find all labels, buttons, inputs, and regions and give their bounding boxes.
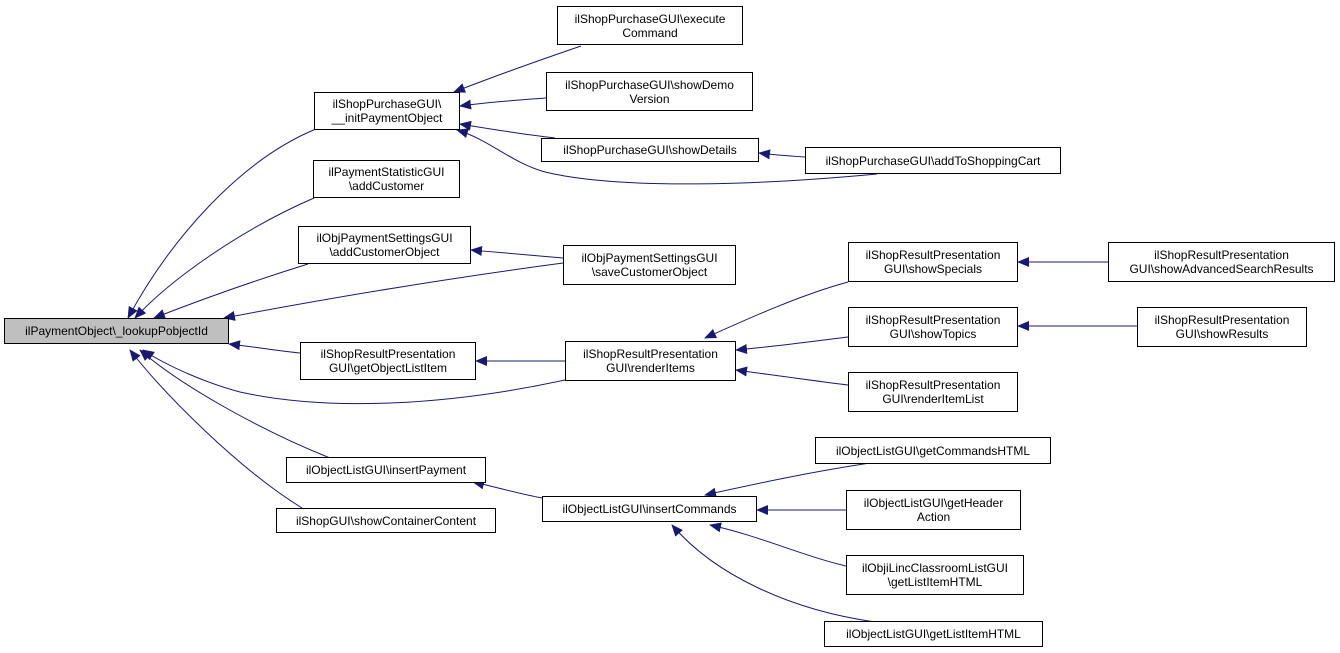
edge-add-customer-object-to-root bbox=[153, 263, 309, 319]
edge-get-list-item-html-to-insert-commands bbox=[671, 524, 876, 623]
edge-show-specials-to-render-items bbox=[704, 281, 849, 339]
node-show-advanced-search-results[interactable]: ilShopResultPresentation GUI\showAdvance… bbox=[1108, 242, 1335, 282]
node-get-header-action[interactable]: ilObjectListGUI\getHeader Action bbox=[846, 490, 1021, 530]
edge-get-commands-html-to-insert-commands bbox=[704, 462, 871, 498]
edge-render-item-list-to-render-items bbox=[735, 366, 849, 386]
node-render-items[interactable]: ilShopResultPresentation GUI\renderItems bbox=[565, 341, 736, 381]
node-save-customer-object[interactable]: ilObjPaymentSettingsGUI \saveCustomerObj… bbox=[563, 245, 736, 285]
node-show-demo-version[interactable]: ilShopPurchaseGUI\showDemo Version bbox=[546, 72, 753, 111]
node-show-container-content[interactable]: ilShopGUI\showContainerContent bbox=[276, 508, 496, 533]
node-execute-command[interactable]: ilShopPurchaseGUI\execute Command bbox=[557, 6, 743, 45]
node-get-commands-html[interactable]: ilObjectListGUI\getCommandsHTML bbox=[815, 437, 1051, 464]
edge-linc-get-list-item-html-to-insert-commands bbox=[709, 522, 847, 567]
node-show-details[interactable]: ilShopPurchaseGUI\showDetails bbox=[541, 138, 759, 162]
edge-save-customer-object-to-root bbox=[223, 262, 564, 321]
node-show-specials[interactable]: ilShopResultPresentation GUI\showSpecial… bbox=[848, 242, 1018, 282]
node-add-to-shopping-cart[interactable]: ilShopPurchaseGUI\addToShoppingCart bbox=[805, 147, 1061, 174]
root-node-lookup-pobject-id: ilPaymentObject\_lookupPobjectId bbox=[4, 318, 229, 344]
node-get-object-list-item[interactable]: ilShopResultPresentation GUI\getObjectLi… bbox=[300, 342, 476, 380]
node-render-item-list[interactable]: ilShopResultPresentation GUI\renderItemL… bbox=[848, 372, 1018, 412]
edge-execute-command-to-init bbox=[453, 45, 582, 93]
node-insert-commands[interactable]: ilObjectListGUI\insertCommands bbox=[542, 496, 757, 522]
edge-show-details-to-init bbox=[459, 120, 556, 139]
node-add-customer-object[interactable]: ilObjPaymentSettingsGUI \addCustomerObje… bbox=[298, 226, 471, 264]
edge-insert-commands-to-insert-payment bbox=[472, 479, 543, 499]
node-insert-payment[interactable]: ilObjectListGUI\insertPayment bbox=[286, 457, 486, 483]
node-get-list-item-html[interactable]: ilObjectListGUI\getListItemHTML bbox=[824, 621, 1043, 647]
edge-save-customer-object-to-add-customer-object bbox=[470, 245, 564, 259]
node-show-results[interactable]: ilShopResultPresentation GUI\showResults bbox=[1137, 307, 1307, 347]
node-add-customer[interactable]: ilPaymentStatisticGUI \addCustomer bbox=[313, 160, 460, 198]
edge-init-payment-object-to-root bbox=[127, 128, 317, 319]
edge-get-object-list-item-to-root bbox=[228, 340, 301, 354]
edge-add-customer-to-root bbox=[134, 197, 315, 319]
edge-show-demo-version-to-init bbox=[459, 97, 547, 110]
root-node-label: ilPaymentObject\_lookupPobjectId bbox=[25, 324, 208, 338]
edge-show-topics-to-render-items bbox=[735, 336, 849, 354]
edge-insert-payment-to-root bbox=[139, 349, 331, 459]
node-show-topics[interactable]: ilShopResultPresentation GUI\showTopics bbox=[848, 307, 1018, 347]
node-linc-get-list-item-html[interactable]: ilObjiLincClassroomListGUI \getListItemH… bbox=[846, 555, 1024, 595]
edge-render-items-to-root bbox=[142, 349, 566, 405]
edge-show-container-content-to-root bbox=[129, 349, 303, 509]
edge-add-to-shopping-cart-to-init bbox=[456, 128, 878, 185]
node-init-payment-object[interactable]: ilShopPurchaseGUI\ __initPaymentObject bbox=[314, 92, 460, 130]
edge-add-to-shopping-cart-to-show-details bbox=[758, 149, 806, 160]
